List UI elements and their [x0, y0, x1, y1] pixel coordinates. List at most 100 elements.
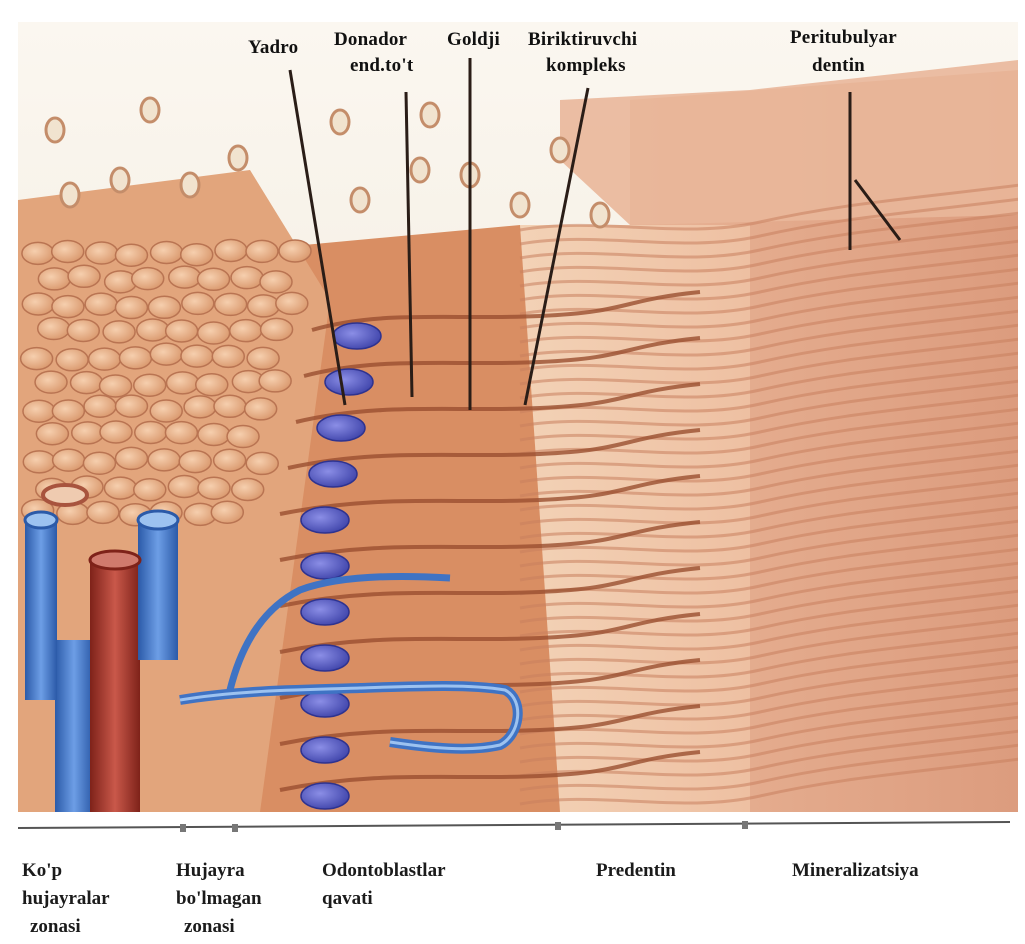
pulp-cell — [115, 395, 147, 417]
nucleus-icon — [301, 783, 349, 809]
pulp-cell — [181, 244, 213, 266]
zone-kop-line3: zonasi — [30, 914, 81, 939]
ring-cell — [551, 138, 569, 162]
ring-cell — [421, 103, 439, 127]
label-kompleks: kompleks — [546, 54, 626, 78]
nucleus-icon — [301, 599, 349, 625]
ring-cell — [411, 158, 429, 182]
pulp-cell — [248, 295, 280, 317]
zone-axis — [18, 822, 1010, 828]
pulp-cell — [276, 292, 308, 314]
nucleus-icon — [301, 553, 349, 579]
pulp-cell — [134, 374, 166, 396]
pulp-cell — [184, 396, 216, 418]
pulp-cell — [148, 296, 180, 318]
ring-cell — [46, 118, 64, 142]
pulp-cell — [211, 501, 243, 523]
pulp-cell — [227, 426, 259, 448]
pulp-cell — [137, 319, 169, 341]
pulp-cell — [198, 322, 230, 344]
ring-cell — [61, 183, 79, 207]
pulp-cell — [56, 349, 88, 371]
pulp-cell — [259, 370, 291, 392]
pulp-cell — [179, 451, 211, 473]
ring-cell — [111, 168, 129, 192]
pulp-cell — [246, 452, 278, 474]
pulp-cell — [214, 449, 246, 471]
pulp-cell — [196, 374, 228, 396]
label-biriktiruvchi: Biriktiruvchi — [528, 28, 637, 52]
pulp-cell — [100, 375, 132, 397]
label-goldji: Goldji — [447, 28, 500, 52]
pulp-cell — [71, 372, 103, 394]
pulp-cell — [169, 266, 201, 288]
pulp-cell — [23, 400, 55, 422]
pulp-cell — [115, 244, 147, 266]
pulp-cell — [260, 271, 292, 293]
pulp-cell — [23, 451, 55, 473]
pulp-cell — [132, 268, 164, 290]
pulp-cell — [181, 345, 213, 367]
pulp-cell — [167, 372, 199, 394]
pulp-cell — [21, 348, 53, 370]
nucleus-icon — [317, 415, 365, 441]
nucleus-icon — [325, 369, 373, 395]
zone-odontoblast-line1: Odontoblastlar — [322, 858, 446, 883]
pulp-cell — [215, 239, 247, 261]
pulp-cell — [150, 343, 182, 365]
pulp-cell — [166, 320, 198, 342]
pulp-cell — [212, 345, 244, 367]
pulp-cell — [279, 240, 311, 262]
pulp-cell — [198, 423, 230, 445]
ring-cell — [181, 173, 199, 197]
pulp-cell — [115, 447, 147, 469]
ring-cell — [141, 98, 159, 122]
ring-cell — [331, 110, 349, 134]
pulp-cell — [261, 318, 293, 340]
label-donador-line2: end.to't — [350, 54, 413, 78]
pulp-cell — [245, 398, 277, 420]
pulp-cell — [168, 475, 200, 497]
pulp-cell — [22, 293, 54, 315]
pulp-cell — [83, 452, 115, 474]
pulp-cell — [148, 449, 180, 471]
pulp-cell — [52, 296, 84, 318]
pulp-cell — [134, 479, 166, 501]
pulp-cell — [85, 293, 117, 315]
pulp-cell — [68, 265, 100, 287]
zone-predentin: Predentin — [596, 858, 676, 883]
ring-cell — [591, 203, 609, 227]
ring-cell — [229, 146, 247, 170]
pulp-cell — [198, 268, 230, 290]
pulp-cell — [151, 241, 183, 263]
nucleus-icon — [333, 323, 381, 349]
zone-hujayre-line2: bo'lmagan — [176, 886, 262, 911]
pulp-cell — [115, 297, 147, 319]
pulp-cell — [36, 423, 68, 445]
pulp-cell — [35, 371, 67, 393]
ring-cell — [351, 188, 369, 212]
zone-mineralizatsiya: Mineralizatsiya — [792, 858, 919, 883]
zone-kop-line1: Ko'p — [22, 858, 62, 883]
zone-odontoblast-line2: qavati — [322, 886, 373, 911]
pulp-cell — [52, 400, 84, 422]
pulp-cell — [165, 422, 197, 444]
zone-kop-line2: hujayralar — [22, 886, 110, 911]
pulp-cell — [246, 240, 278, 262]
nucleus-icon — [309, 461, 357, 487]
pulp-cell — [38, 318, 70, 340]
label-donador: Donador — [334, 28, 407, 52]
pulp-cell — [38, 268, 70, 290]
pulp-cell — [231, 267, 263, 289]
pulp-cell — [103, 321, 135, 343]
pulp-cell — [119, 347, 151, 369]
pulp-cell — [135, 422, 167, 444]
label-yadro: Yadro — [248, 36, 298, 60]
pulp-cell — [214, 395, 246, 417]
pulp-cell — [89, 348, 121, 370]
pulp-cell — [100, 421, 132, 443]
pulp-cell — [53, 449, 85, 471]
zone-hujayre-line3: zonasi — [184, 914, 235, 939]
pulp-cell — [67, 319, 99, 341]
